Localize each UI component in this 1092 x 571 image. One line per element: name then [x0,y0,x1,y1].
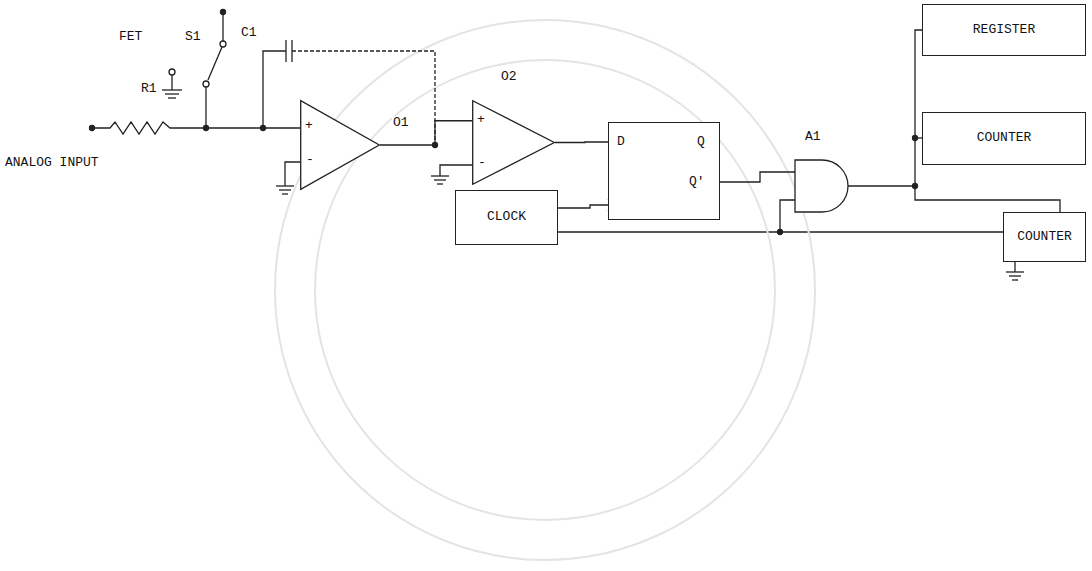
block-label: REGISTER [973,23,1035,37]
pin-label: Q' [689,175,705,189]
pin-label: D [617,135,625,149]
block-label: COUNTER [1017,230,1072,244]
part-name: A1 [804,130,822,144]
watermark-emblem [275,20,815,560]
signal-wire [555,141,608,143]
signal-wire [558,205,608,208]
d-flip-flop: D Q Q' [608,122,720,220]
block-label: COUNTER [977,131,1032,145]
logic-block: CLOCK [455,190,558,245]
part-name: O2 [500,70,518,84]
logic-block: COUNTER [922,112,1086,165]
op-amp-outline [300,100,380,190]
pin-label: - [306,153,314,167]
and-gate [795,160,848,212]
part-name: R1 [140,82,158,96]
signal-name: ANALOG INPUT [4,156,100,170]
part-name: FET [118,30,143,44]
pin-label: + [477,113,485,127]
pin-label: Q [697,135,705,149]
op-amp: +- [300,100,380,190]
logic-block: COUNTER [1003,212,1086,262]
block-label: CLOCK [487,210,526,224]
part-name: O1 [392,116,410,130]
part-name: S1 [184,30,202,44]
logic-block: REGISTER [922,4,1086,56]
op-amp: +- [472,100,555,185]
pin-label: + [305,119,313,133]
pin-label: - [478,156,486,170]
part-name: C1 [240,26,258,40]
